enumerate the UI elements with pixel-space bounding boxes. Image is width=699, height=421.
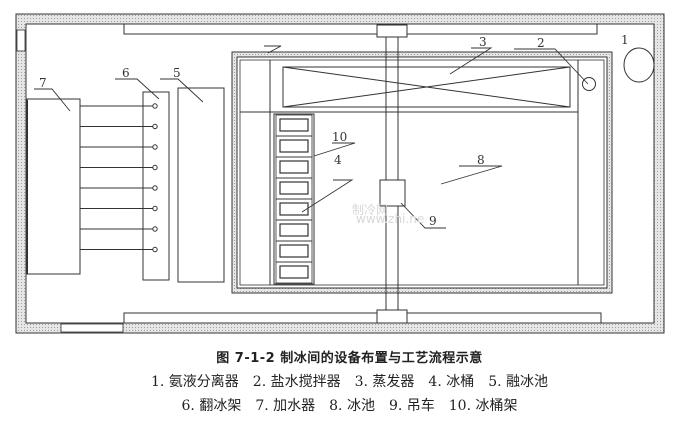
door-opening-top [16, 29, 26, 52]
door-opening-bottom [60, 323, 124, 333]
legend-line-2: 6. 翻冰架 7. 加水器 8. 冰池 9. 吊车 10. 冰桶架 [0, 395, 699, 415]
label-8: 8 [477, 153, 485, 167]
watermark-sub: www.zhi.ne [356, 212, 424, 226]
crane [376, 24, 408, 324]
legend-item-1: 1. 氨液分离器 [150, 374, 239, 390]
leader-9 [400, 202, 446, 229]
ice-can [279, 223, 309, 237]
label-4: 4 [334, 153, 342, 167]
legend-item-4: 4. 冰桶 [428, 374, 475, 390]
leader-1 [264, 45, 282, 54]
legend-item-6: 6. 翻冰架 [181, 398, 242, 414]
ice-can [279, 160, 309, 174]
ice-can [279, 244, 309, 258]
label-3: 3 [479, 35, 487, 49]
legend-line-1: 1. 氨液分离器 2. 盐水搅拌器 3. 蒸发器 4. 冰桶 5. 融冰池 [0, 371, 699, 391]
leader-6 [115, 78, 160, 100]
legend-item-9: 9. 吊车 [388, 398, 435, 414]
crane-top-carriage [376, 24, 408, 38]
crane-rail-bottom [123, 312, 602, 323]
rack-slot [275, 261, 313, 284]
water-nozzle [152, 185, 158, 191]
figure-title: 图 7-1-2 制冰间的设备布置与工艺流程示意 [216, 351, 483, 366]
water-nozzle [152, 123, 158, 130]
legend-item-7: 7. 加水器 [255, 398, 316, 414]
callout-labels: 1 2 3 4 5 6 7 8 9 10 [39, 33, 629, 228]
ice-can [279, 118, 309, 132]
ice-can [279, 202, 309, 216]
rack-slot [275, 156, 313, 179]
crane-rail-top [123, 24, 598, 35]
rack-slot [275, 219, 313, 242]
leader-7 [34, 88, 71, 112]
legend-item-5: 5. 融冰池 [488, 374, 549, 390]
ice-can-rack [273, 113, 315, 285]
label-6: 6 [122, 66, 130, 80]
leader-5 [160, 78, 204, 103]
label-10: 10 [332, 130, 347, 144]
label-9: 9 [429, 214, 437, 228]
evaporator [282, 66, 571, 108]
leader-lines [34, 45, 589, 229]
brine-agitator [582, 77, 596, 91]
label-1: 1 [621, 33, 629, 47]
crane-trolley [379, 179, 406, 207]
legend-item-2: 2. 盐水搅拌器 [252, 374, 341, 390]
ice-making-room-layout-diagram: 1 2 3 4 5 6 7 8 9 10 制冷网 www.zhi.ne [15, 13, 665, 334]
water-feeder-pipes [80, 103, 158, 253]
leader-8 [440, 165, 503, 185]
water-feeder [26, 98, 81, 275]
ice-can [279, 265, 309, 279]
rack-slot [275, 135, 313, 158]
legend-item-8: 8. 冰池 [329, 398, 375, 414]
ammonia-liquid-separator [623, 47, 655, 83]
watermark-main: 制冷网 [352, 203, 388, 217]
label-2: 2 [537, 36, 545, 50]
rack-slot [275, 114, 313, 137]
label-5: 5 [173, 66, 181, 80]
ice-can [279, 139, 309, 153]
label-7: 7 [39, 76, 47, 90]
rack-slot [275, 177, 313, 200]
rack-slot [275, 240, 313, 263]
water-nozzle [152, 246, 158, 253]
water-nozzle [152, 103, 158, 109]
leader-10 [313, 142, 356, 157]
legend-item-10: 10. 冰桶架 [448, 398, 518, 414]
leader-2 [514, 48, 589, 85]
leader-3 [449, 47, 493, 75]
ice-can [279, 181, 309, 195]
water-nozzle [152, 144, 158, 150]
water-nozzle [152, 164, 158, 171]
watermark: 制冷网 www.zhi.ne [352, 203, 424, 226]
water-nozzle [152, 226, 158, 232]
ice-dumping-rack [142, 91, 170, 281]
legend-item-3: 3. 蒸发器 [354, 374, 415, 390]
leader-4 [301, 179, 354, 213]
crane-bottom-carriage [376, 309, 408, 324]
ice-melting-pool [177, 87, 225, 283]
crane-rails [123, 24, 602, 323]
water-nozzle [152, 205, 158, 212]
